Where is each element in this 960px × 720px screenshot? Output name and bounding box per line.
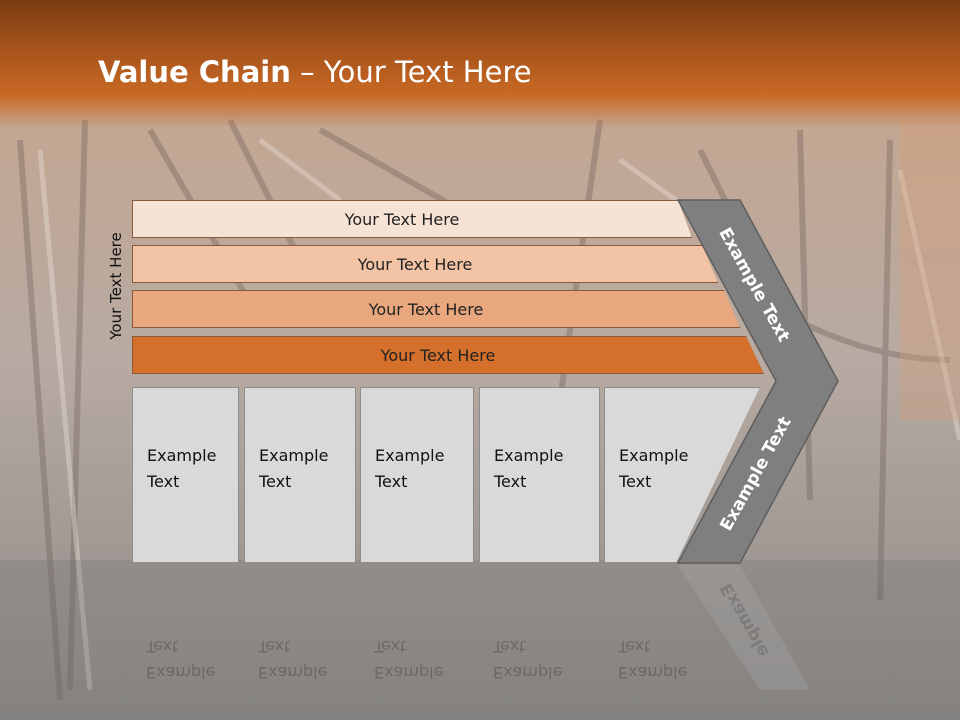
box-line-1: Example <box>147 446 217 465</box>
box-line-2: Text <box>494 472 527 491</box>
bar-label: Your Text Here <box>368 299 484 319</box>
box-line-2: Text <box>375 472 408 491</box>
title-bold: Value Chain <box>98 55 291 89</box>
bar-label: Your Text Here <box>344 209 460 229</box>
chevron-reflection <box>678 565 810 690</box>
box-line-2: Text <box>259 472 292 491</box>
support-bar-2[interactable]: Your Text Here <box>132 245 718 283</box>
box-line-1: Example <box>619 446 689 465</box>
box-line-2: Text <box>619 472 652 491</box>
box-line-1: Example <box>494 446 564 465</box>
support-bar-3[interactable]: Your Text Here <box>132 290 740 328</box>
bar-label: Your Text Here <box>357 254 473 274</box>
box-line-1: Example <box>259 446 329 465</box>
support-bar-1[interactable]: Your Text Here <box>132 200 692 238</box>
header-banner <box>0 0 960 128</box>
chevron-shape <box>676 199 839 564</box>
bar-label: Your Text Here <box>380 345 496 365</box>
page-title: Value Chain – Your Text Here <box>98 55 532 89</box>
box-line-2: Text <box>147 472 180 491</box>
support-bar-4[interactable]: Your Text Here <box>132 336 764 374</box>
box-line-1: Example <box>375 446 445 465</box>
title-rest: – Your Text Here <box>290 55 532 89</box>
